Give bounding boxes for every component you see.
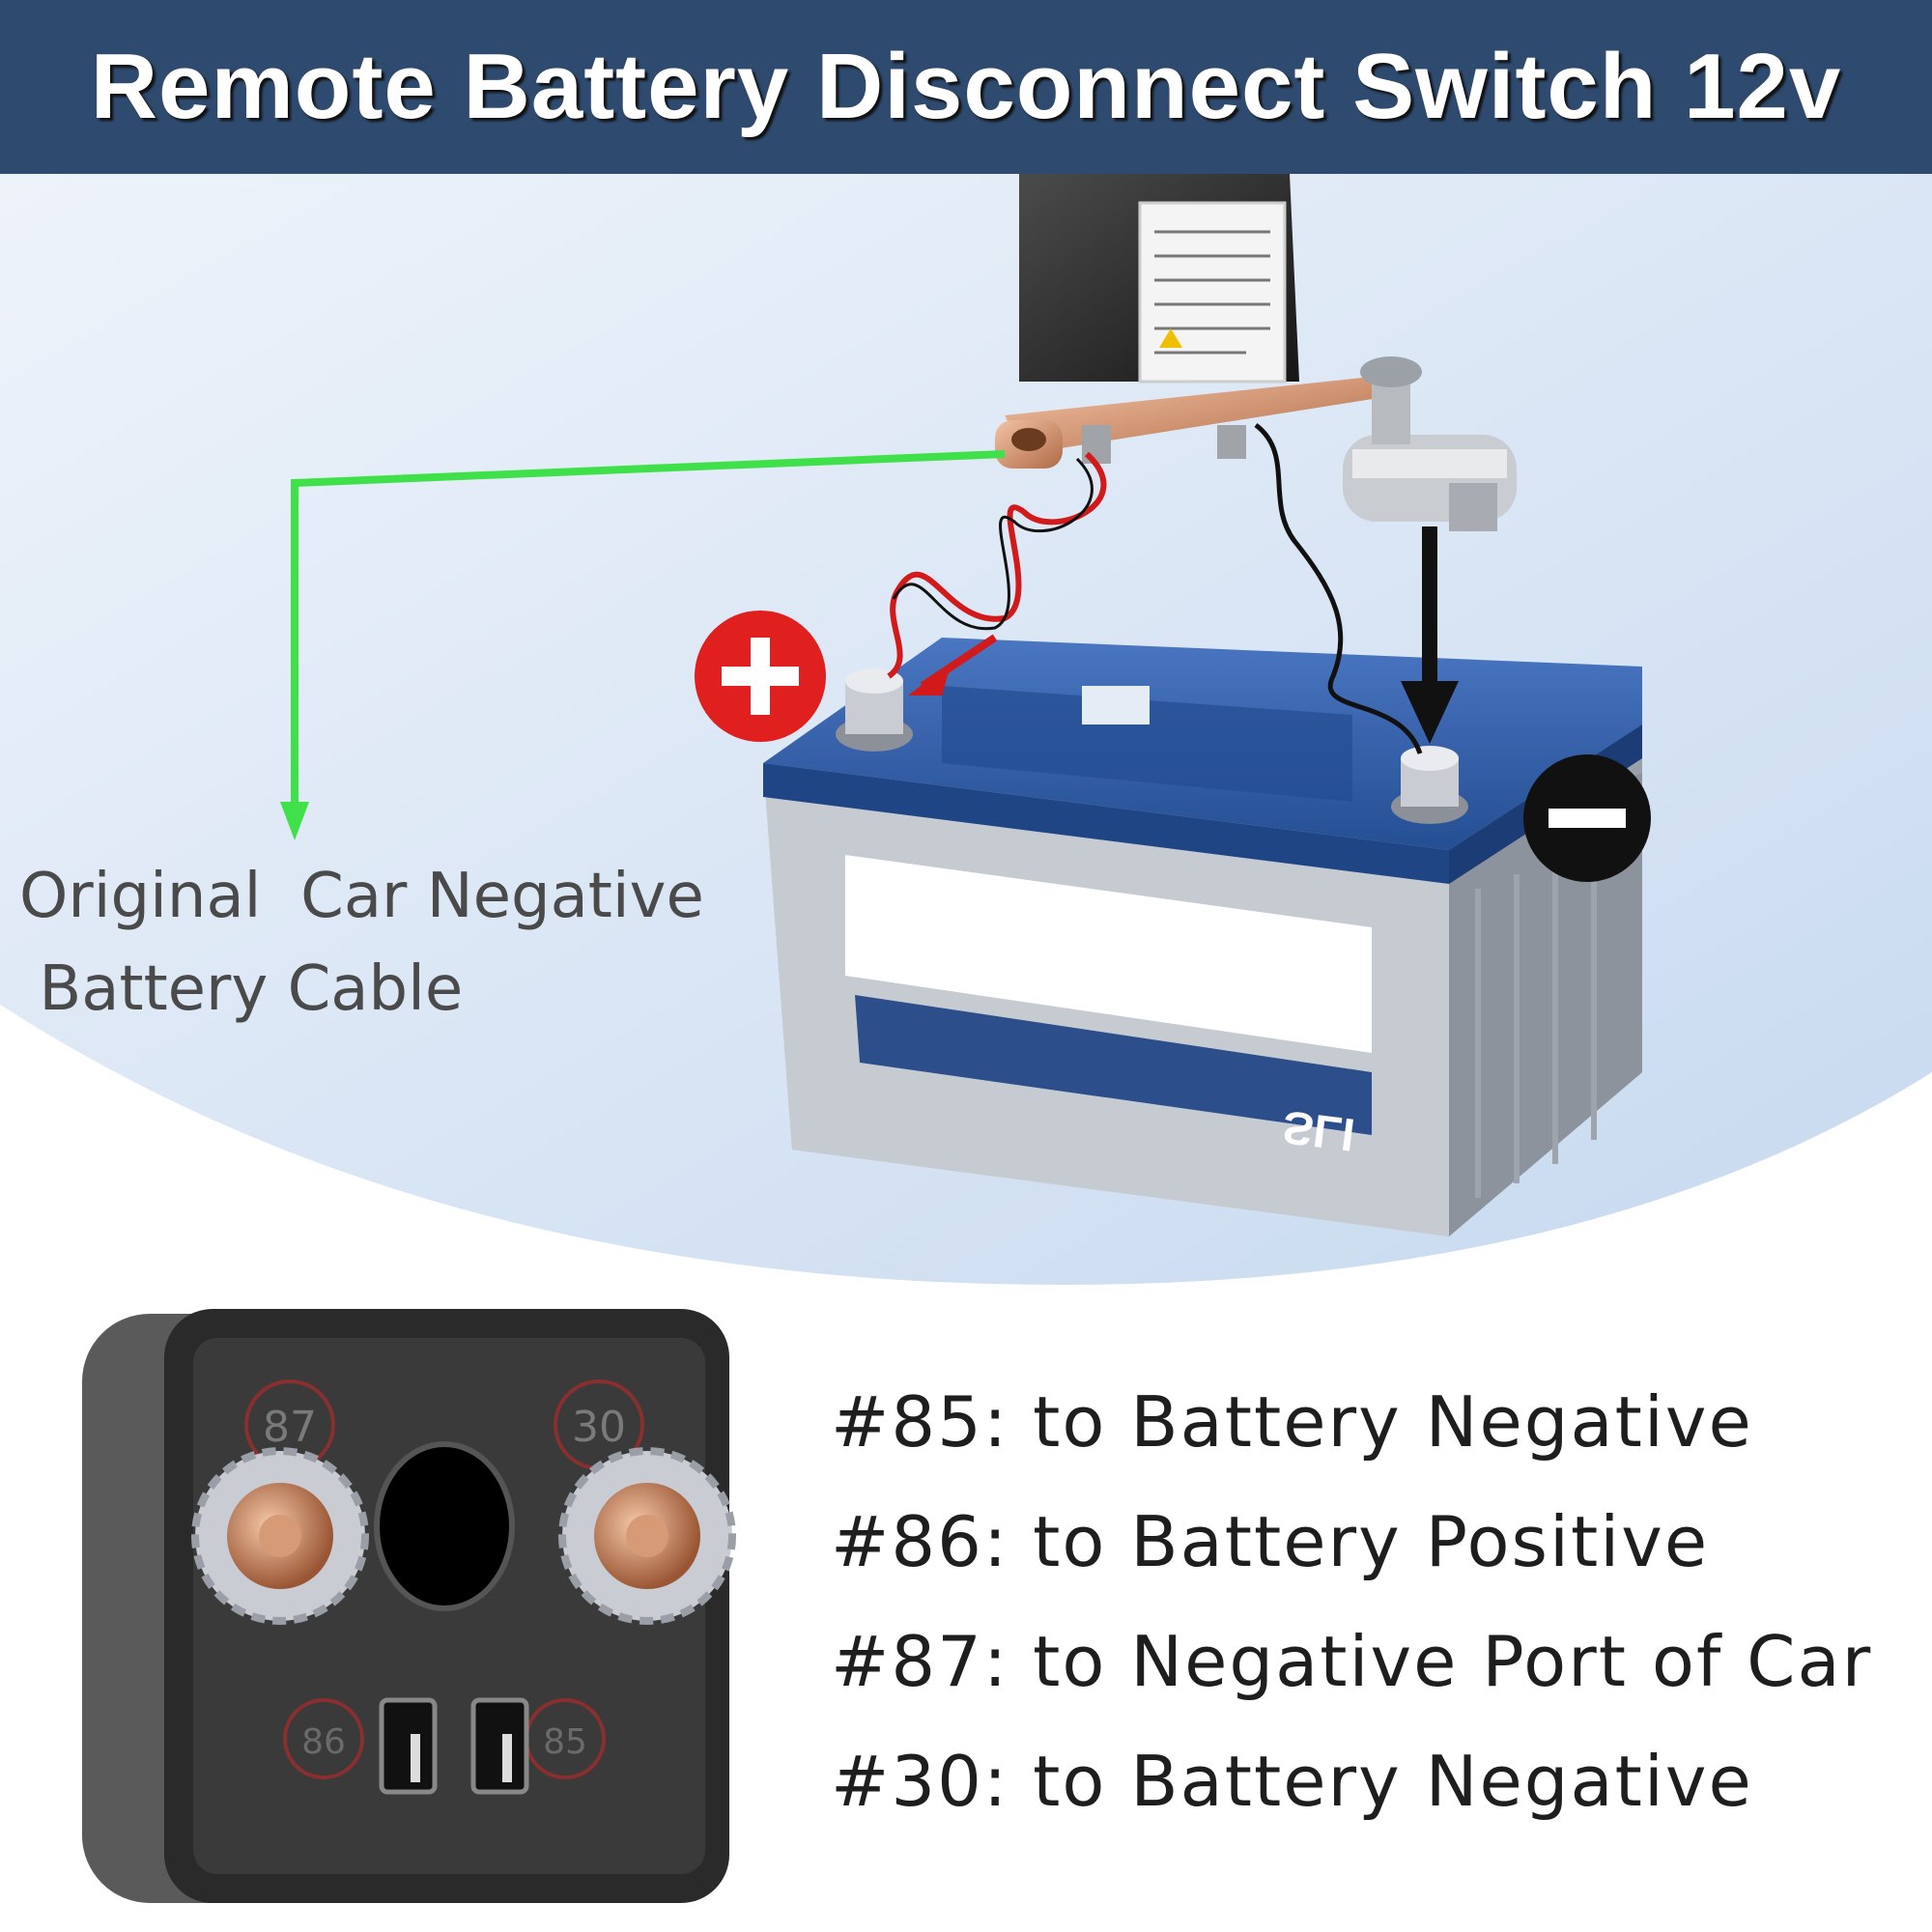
positive-pointer-arrowhead	[908, 662, 952, 696]
page-title: Remote Battery Disconnect Switch 12v	[90, 35, 1842, 138]
cable-label: Original Car Negative Battery Cable	[19, 850, 704, 1036]
pin-assignment-list: #85: to Battery Negative #86: to Battery…	[831, 1362, 1913, 1841]
battery-brand-label: SLI	[1280, 1100, 1358, 1160]
positive-badge	[695, 611, 826, 742]
pin-85-assignment: #85: to Battery Negative	[831, 1381, 1753, 1463]
cable-label-line-2: Battery Cable	[19, 953, 464, 1025]
cable-label-line-1: Original Car Negative	[19, 861, 704, 932]
green-cable-arrow	[291, 450, 1006, 811]
pin-30-assignment: #30: to Battery Negative	[831, 1741, 1753, 1822]
title-banner	[0, 0, 1932, 174]
terminal-86-label: 86	[301, 1722, 346, 1762]
terminal-87-label: 87	[263, 1403, 317, 1452]
negative-badge	[1523, 754, 1651, 882]
red-wire	[887, 451, 1107, 679]
red-wire-shadow	[892, 457, 1094, 631]
relay-terminal-view: 87 30 86 85	[82, 1309, 736, 1903]
terminal-85-label: 85	[543, 1722, 587, 1762]
terminal-30-label: 30	[572, 1403, 626, 1452]
battery-illustration: SLI	[763, 638, 1642, 1236]
disconnect-switch-illustration	[995, 174, 1517, 531]
black-wire	[1254, 423, 1423, 754]
green-arrowhead	[280, 802, 309, 840]
pin-86-assignment: #86: to Battery Positive	[831, 1501, 1710, 1582]
pin-87-assignment: #87: to Negative Port of Car	[831, 1621, 1873, 1702]
battery-terminal-clamp	[1343, 356, 1517, 531]
down-arrow-head	[1401, 681, 1459, 744]
